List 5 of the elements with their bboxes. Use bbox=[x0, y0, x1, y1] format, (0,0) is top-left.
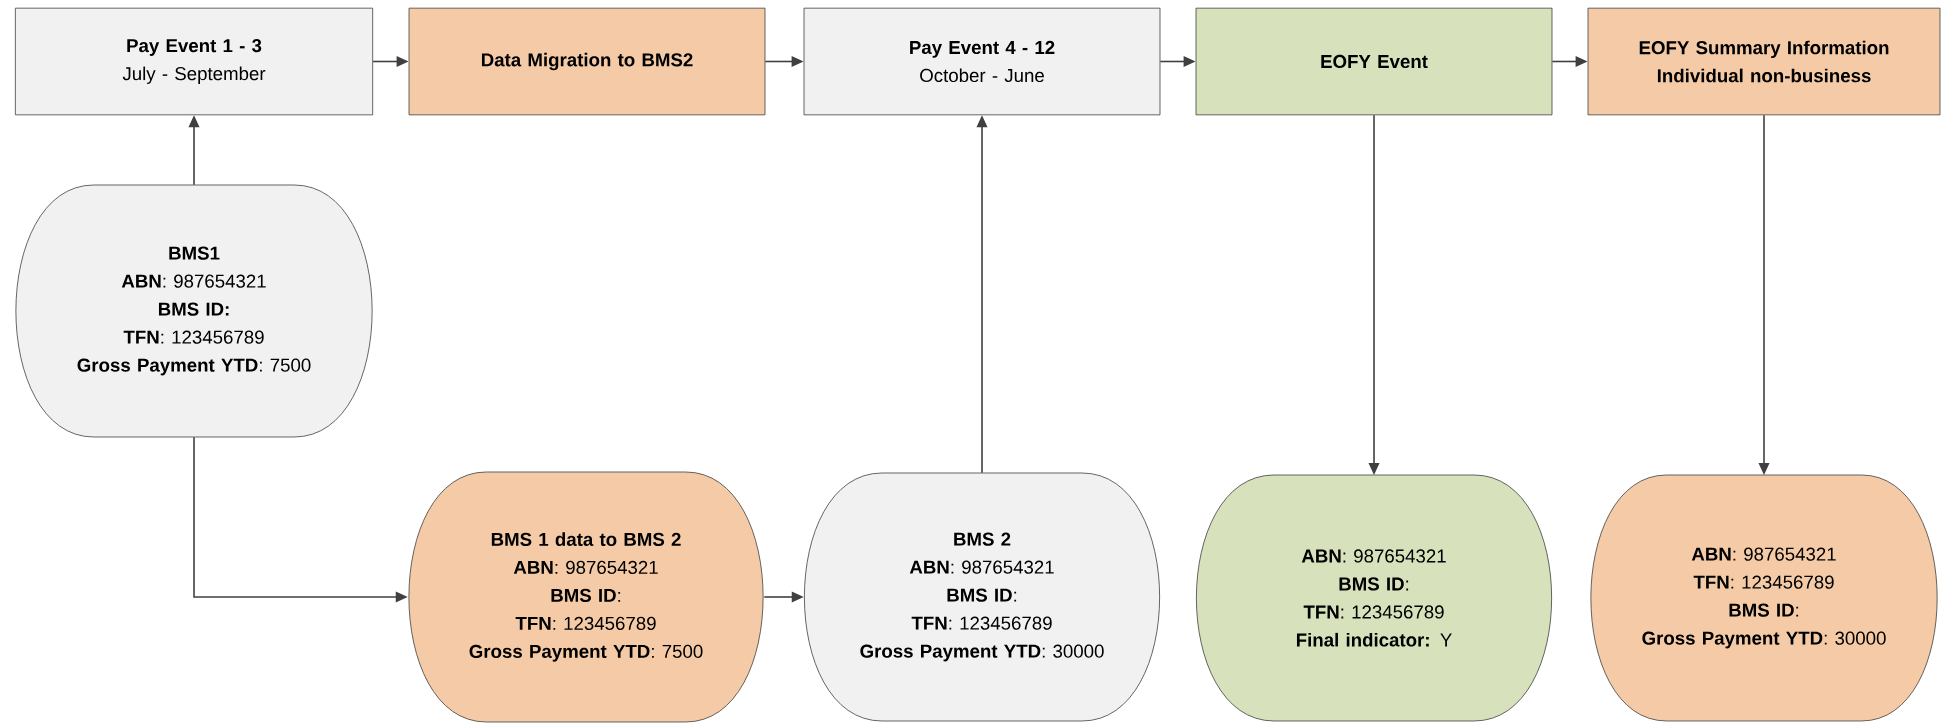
process-box: Pay Event 1 - 3 July - September bbox=[14, 7, 374, 116]
process-box: EOFY Summary Information Individual non-business bbox=[1587, 7, 1941, 116]
process-box: Pay Event 4 - 12 October - June bbox=[803, 7, 1161, 116]
process-box: Data Migration to BMS2 bbox=[408, 7, 766, 116]
process-box: EOFY Event bbox=[1195, 7, 1553, 116]
